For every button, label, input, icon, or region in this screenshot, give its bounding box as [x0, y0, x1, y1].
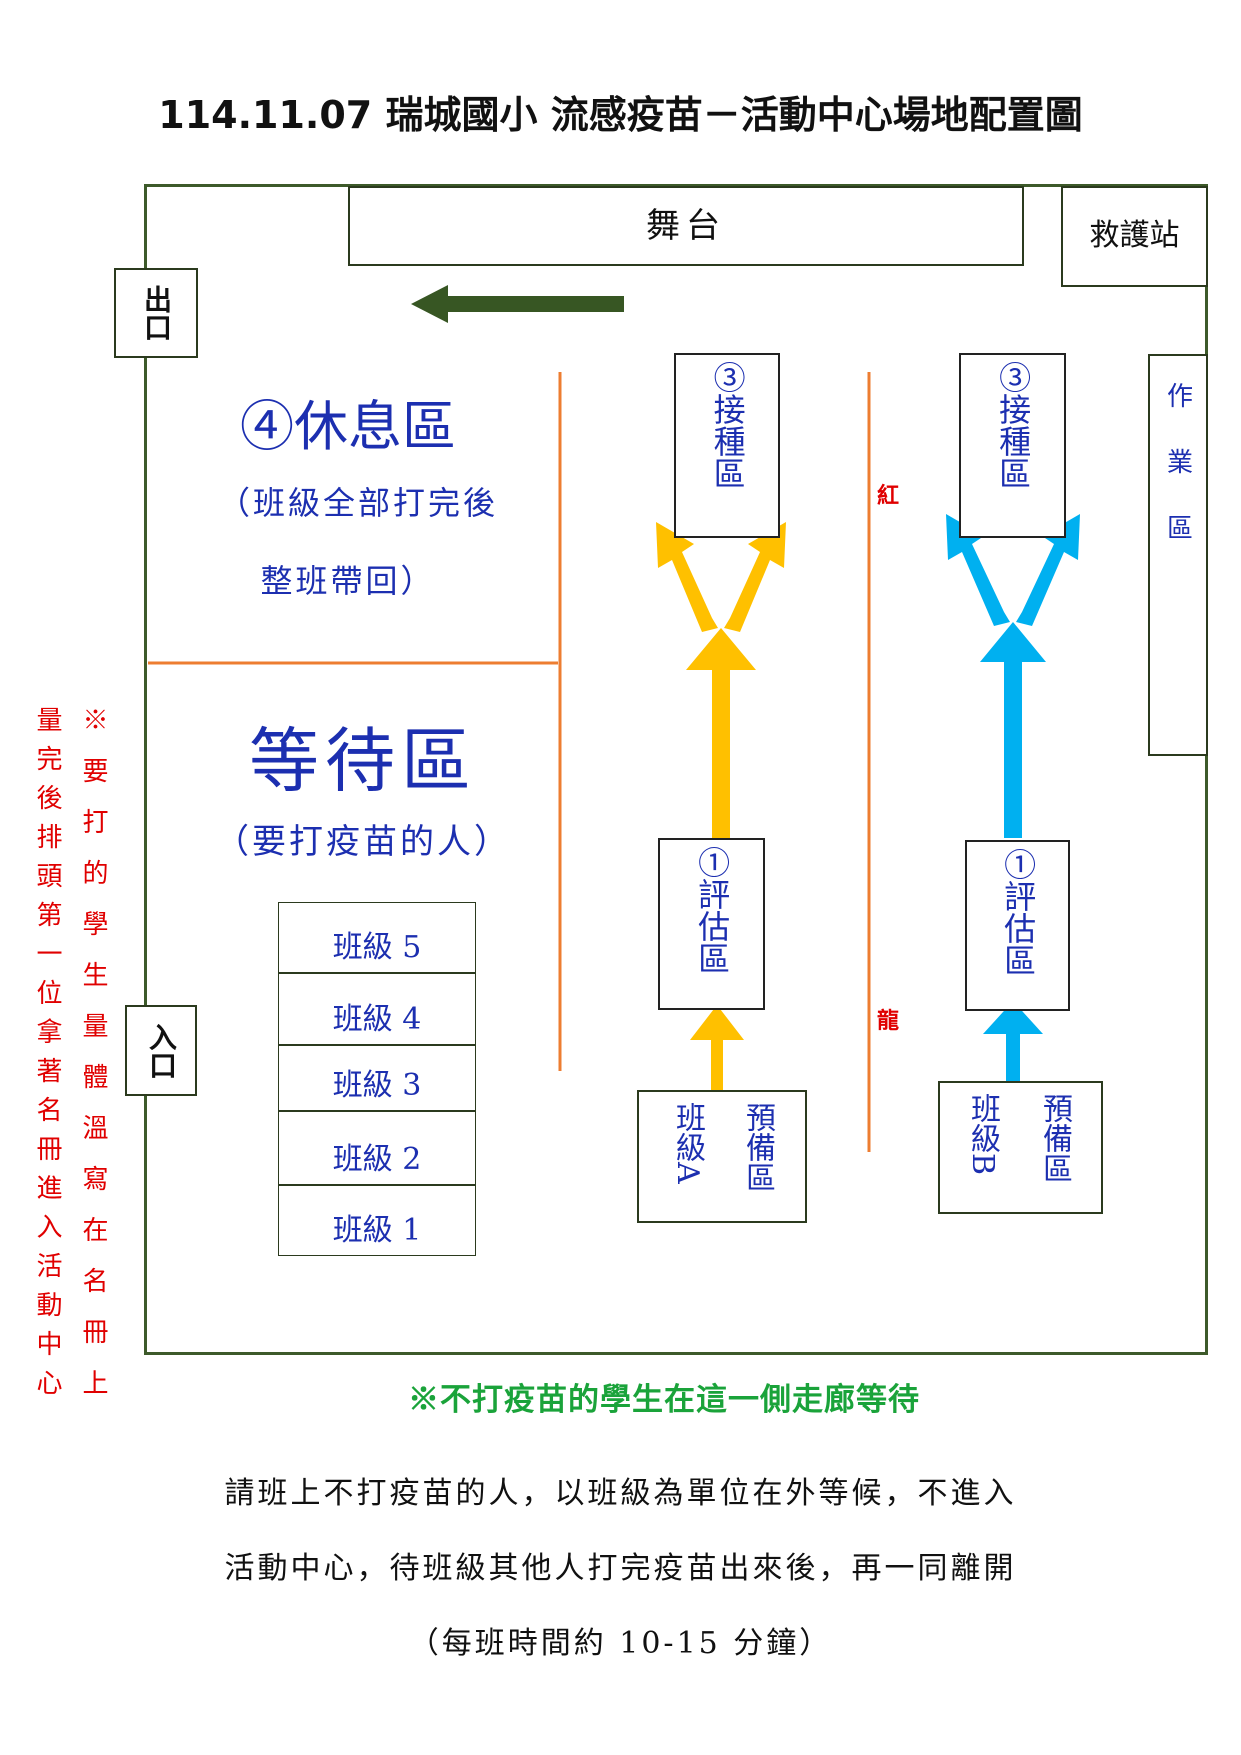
waiting-area-title: 等待區 [249, 720, 477, 802]
lane-b-arrows [946, 514, 1080, 1081]
side-note-column-2: 量完後排頭第一位拿著名冊進入活動中心 [32, 706, 62, 1408]
lane-b-main-arrow [980, 622, 1046, 838]
class-label: 班級 1 [332, 1213, 422, 1248]
lane-b-prep-area: 班級B 預備區 [938, 1081, 1103, 1214]
side-note-column-1: ※要打的學生量體溫寫在名冊上 [78, 706, 108, 1420]
instruction-line-1: 請班上不打疫苗的人，以班級為單位在外等候，不進入 [224, 1476, 1017, 1511]
corridor-note: ※不打疫苗的學生在這一側走廊等待 [408, 1382, 920, 1418]
lane-b-left-branch [946, 514, 1010, 626]
inoculation-label: ③接種區 [708, 361, 747, 489]
instruction-line-2: 活動中心，待班級其他人打完疫苗出來後，再一同離開 [224, 1551, 1017, 1586]
stage-label: 舞台 [646, 206, 726, 246]
first-aid-label: 救護站 [1089, 218, 1180, 253]
class-slot-1: 班級 1 [278, 1185, 476, 1256]
work-area-label: 作業區 [1162, 382, 1193, 580]
prep-class-label: 班級B [965, 1093, 1000, 1176]
rope-label-bottom: 龍 [877, 1008, 900, 1034]
exit-door: 出口 [114, 268, 198, 358]
class-label: 班級 2 [332, 1142, 422, 1177]
rest-area-title: ④休息區 [240, 395, 456, 458]
stage: 舞台 [348, 186, 1024, 266]
inoculation-label: ③接種區 [994, 361, 1033, 489]
lane-a-inoculation-zone: ③接種區 [674, 353, 780, 538]
rest-area-note-2: 整班帶回） [260, 562, 436, 600]
class-slot-2: 班級 2 [278, 1111, 476, 1185]
lane-a-evaluation-zone: ①評估區 [658, 838, 765, 1010]
rest-area-note-1: （班級全部打完後 [217, 484, 498, 522]
lane-b-right-branch [1016, 514, 1080, 626]
instruction-line-3: （每班時間約 10-15 分鐘） [408, 1626, 833, 1661]
lane-a-main-arrow [686, 628, 756, 838]
class-label: 班級 3 [332, 1068, 422, 1103]
lane-b-small-arrow [983, 1001, 1043, 1081]
entrance-label: 入口 [145, 1022, 178, 1079]
prep-area-label: 預備區 [740, 1102, 775, 1192]
waiting-area-subtitle: （要打疫苗的人） [215, 822, 511, 862]
prep-area-label: 預備區 [1037, 1093, 1072, 1183]
lane-a-arrows [656, 522, 786, 1090]
entrance-door: 入口 [125, 1005, 197, 1096]
prep-class-label: 班級A [670, 1102, 705, 1184]
exit-arrow [411, 285, 624, 323]
hall-outline [144, 184, 1208, 1355]
work-area: 作業區 [1148, 354, 1208, 756]
lane-a-small-arrow [690, 1005, 744, 1090]
class-label: 班級 5 [332, 930, 422, 965]
first-aid-station: 救護站 [1061, 186, 1208, 287]
evaluation-label: ①評估區 [999, 848, 1038, 976]
evaluation-label: ①評估區 [693, 846, 732, 974]
lane-a-prep-area: 班級A 預備區 [637, 1090, 807, 1223]
class-slot-3: 班級 3 [278, 1045, 476, 1111]
page-title: 114.11.07 瑞城國小 流感疫苗－活動中心場地配置圖 [158, 93, 1083, 137]
lane-a-left-branch [656, 522, 718, 632]
class-slot-5: 班級 5 [278, 902, 476, 973]
lane-b-evaluation-zone: ①評估區 [965, 840, 1070, 1011]
lane-b-inoculation-zone: ③接種區 [959, 353, 1066, 538]
class-slot-4: 班級 4 [278, 973, 476, 1045]
exit-label: 出口 [140, 285, 173, 341]
class-label: 班級 4 [332, 1002, 422, 1037]
rope-label-top: 紅 [877, 483, 900, 509]
lane-a-right-branch [724, 522, 786, 632]
